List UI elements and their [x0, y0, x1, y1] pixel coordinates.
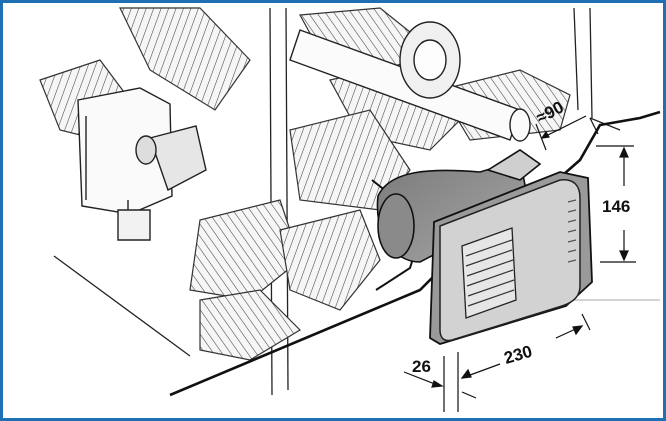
dimension-lines	[403, 115, 636, 412]
flex-duct-icon	[39, 7, 571, 361]
distribution-box	[77, 87, 207, 241]
dimension-height-label: 146	[602, 197, 630, 216]
ventilation-grille-icon	[429, 171, 593, 345]
dimension-panel-depth-label: 26	[412, 357, 431, 376]
rigid-duct	[289, 21, 531, 142]
connector-duct	[376, 149, 542, 263]
